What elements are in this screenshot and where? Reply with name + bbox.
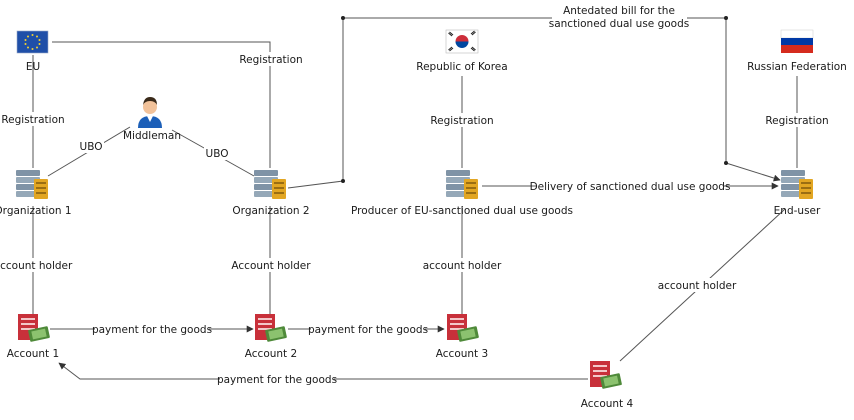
- node-label: Russian Federation: [747, 61, 847, 73]
- bank-account-icon: [590, 361, 622, 389]
- bank-account-icon: [18, 314, 50, 342]
- node-middleman[interactable]: Middleman: [123, 97, 181, 142]
- edge-label-delivery: Delivery of sanctioned dual use goods: [530, 181, 731, 193]
- edge-label-middleman-org1: UBO: [80, 141, 103, 153]
- node-label: Account 2: [245, 348, 297, 360]
- bank-account-icon: [255, 314, 287, 342]
- node-acc2[interactable]: Account 2: [245, 314, 297, 360]
- edge-label-org1-acc1: account holder: [0, 260, 73, 272]
- bank-account-icon: [447, 314, 479, 342]
- edge-label-acc2-acc3: payment for the goods: [308, 324, 428, 336]
- node-label: Organization 1: [0, 205, 72, 217]
- edge-eu-org2: [52, 41, 271, 168]
- node-acc1[interactable]: Account 1: [7, 314, 59, 360]
- node-label: Middleman: [123, 130, 181, 142]
- edge-label-acc1-acc2: payment for the goods: [92, 324, 212, 336]
- person-icon: [138, 97, 162, 128]
- organization-icon: [781, 170, 813, 199]
- edge-label-korea-producer: Registration: [430, 115, 493, 127]
- edge-label-acc4-acc1: payment for the goods: [217, 374, 337, 386]
- node-label: EU: [26, 61, 40, 73]
- edge-label-enduser-acc4: account holder: [658, 280, 737, 292]
- edge-label-middleman-org2: UBO: [206, 148, 229, 160]
- node-org2[interactable]: Organization 2: [232, 170, 310, 217]
- elbow-dot: [341, 179, 345, 183]
- edge-label-antedated-line1: Antedated bill for the: [563, 5, 675, 17]
- edge-labels: Registration Registration Registration R…: [0, 3, 829, 386]
- node-producer[interactable]: Producer of EU-sanctioned dual use goods: [351, 170, 573, 217]
- korea-flag-icon: [445, 29, 479, 54]
- node-label: Account 1: [7, 348, 59, 360]
- elbow-dot: [341, 16, 345, 20]
- edge-label-russia-enduser: Registration: [765, 115, 828, 127]
- elbow-dot: [724, 16, 728, 20]
- eu-flag-icon: [16, 30, 49, 54]
- edge-acc4-acc1: [58, 362, 588, 380]
- node-label: Account 4: [581, 398, 634, 410]
- node-label: End-user: [774, 205, 821, 217]
- organization-icon: [16, 170, 48, 199]
- node-label: Producer of EU-sanctioned dual use goods: [351, 205, 573, 217]
- edge-label-eu-org1: Registration: [1, 114, 64, 126]
- edge-label-eu-org2: Registration: [239, 54, 302, 66]
- russia-flag-icon: [780, 29, 814, 53]
- edge-antedated-bill: [287, 17, 781, 189]
- organization-icon: [254, 170, 286, 199]
- node-eu[interactable]: EU: [16, 30, 49, 73]
- node-korea[interactable]: Republic of Korea: [416, 29, 508, 73]
- node-label: Account 3: [436, 348, 488, 360]
- edge-label-org2-acc2: Account holder: [231, 260, 311, 272]
- edge-label-producer-acc3: account holder: [423, 260, 502, 272]
- node-acc3[interactable]: Account 3: [436, 314, 488, 360]
- edge-label-antedated-line2: sanctioned dual use goods: [549, 18, 690, 30]
- organization-icon: [446, 170, 478, 199]
- node-russia[interactable]: Russian Federation: [747, 29, 847, 73]
- node-label: Organization 2: [232, 205, 309, 217]
- node-label: Republic of Korea: [416, 61, 507, 73]
- node-acc4[interactable]: Account 4: [581, 361, 634, 410]
- elbow-dot: [724, 161, 728, 165]
- node-enduser[interactable]: End-user: [774, 170, 821, 217]
- node-org1[interactable]: Organization 1: [0, 170, 72, 217]
